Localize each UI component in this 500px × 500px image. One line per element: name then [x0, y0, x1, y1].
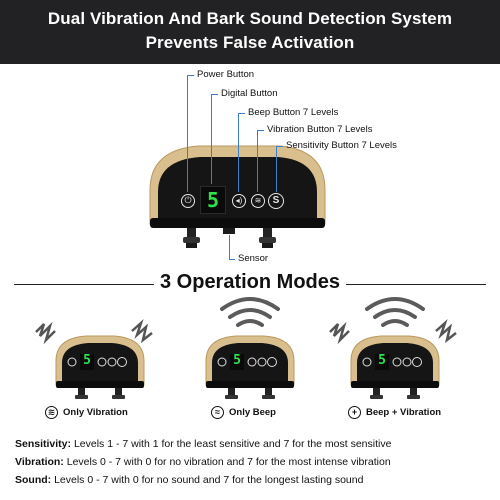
collar-mode-2: [205, 335, 295, 399]
spec-sound: Sound: Levels 0 - 7 with 0 for no sound …: [15, 474, 363, 486]
spec-term-sound: Sound:: [15, 474, 52, 486]
digital-display: 5: [200, 186, 226, 214]
connector-digital: [211, 94, 212, 184]
spec-text-vibration: Levels 0 - 7 with 0 for no vibration and…: [63, 456, 391, 468]
section-divider-left: [14, 284, 154, 285]
header-banner: Dual Vibration And Bark Sound Detection …: [0, 0, 500, 64]
section-divider-right: [346, 284, 486, 285]
sound-waves-mode-2: [220, 297, 280, 327]
mode-caption-beep-vibration: + Beep + Vibration: [348, 406, 441, 419]
spec-text-sound: Levels 0 - 7 with 0 for no sound and 7 f…: [51, 474, 364, 486]
connector-beep-h: [238, 113, 245, 114]
header-title-line-2: Prevents False Activation: [145, 33, 355, 52]
beep-mode-icon: ≈: [211, 406, 224, 419]
mode-caption-text-2: Only Beep: [229, 407, 276, 418]
sound-waves-mode-3: [365, 297, 425, 327]
beep-button[interactable]: ◂): [232, 194, 246, 208]
connector-sensor: [229, 235, 230, 259]
connector-power: [187, 75, 188, 192]
connector-sensitivity: [276, 146, 277, 192]
label-vibration-button: Vibration Button 7 Levels: [267, 124, 373, 135]
mode-1-digit: 5: [83, 353, 91, 368]
vibration-mode-icon: ≋: [45, 406, 58, 419]
contact-prong-left: [183, 228, 200, 248]
label-sensor: Sensor: [238, 253, 269, 264]
contact-prong-right: [259, 228, 276, 248]
collar-mode-1: [55, 335, 145, 399]
mode-caption-text-1: Only Vibration: [63, 407, 128, 418]
connector-beep: [238, 113, 239, 192]
label-digital-button: Digital Button: [221, 88, 278, 99]
speaker-icon: ◂): [235, 196, 243, 205]
connector-vibration: [257, 130, 258, 192]
collar-mode-3: [350, 335, 440, 399]
mode-2-digit: 5: [233, 353, 241, 368]
connector-vibration-h: [257, 130, 264, 131]
connector-power-h: [187, 75, 194, 76]
modes-title: 3 Operation Modes: [159, 271, 341, 293]
power-button[interactable]: ⏻: [181, 194, 195, 208]
spec-term-vibration: Vibration:: [15, 456, 64, 468]
mode-caption-text-3: Beep + Vibration: [366, 407, 442, 418]
spec-term-sensitivity: Sensitivity:: [15, 438, 72, 450]
sensitivity-s-icon: S: [272, 195, 280, 206]
vibration-waves-mode-3: [329, 318, 457, 345]
connector-sensor-h: [229, 259, 235, 260]
spec-text-sensitivity: Levels 1 - 7 with 1 for the least sensit…: [71, 438, 392, 450]
mode-caption-only-beep: ≈ Only Beep: [211, 406, 276, 419]
spec-vibration: Vibration: Levels 0 - 7 with 0 for no vi…: [15, 456, 391, 468]
vibration-button[interactable]: ≋: [251, 194, 265, 208]
header-title-line-1: Dual Vibration And Bark Sound Detection …: [47, 9, 453, 28]
label-beep-button: Beep Button 7 Levels: [248, 107, 339, 118]
bark-collar-device: [149, 145, 326, 248]
mode-caption-only-vibration: ≋ Only Vibration: [45, 406, 128, 419]
vibration-icon: ≋: [254, 196, 262, 205]
vibration-waves-mode-1: [35, 318, 153, 345]
connector-sensitivity-h: [276, 146, 283, 147]
combo-mode-icon: +: [348, 406, 361, 419]
power-icon: ⏻: [184, 195, 192, 205]
label-sensitivity-button: Sensitivity Button 7 Levels: [286, 140, 397, 151]
sensitivity-button[interactable]: S: [268, 193, 284, 209]
display-digit: 5: [206, 188, 220, 212]
spec-sensitivity: Sensitivity: Levels 1 - 7 with 1 for the…: [15, 438, 391, 450]
mode-3-digit: 5: [378, 353, 386, 368]
label-power-button: Power Button: [197, 69, 255, 80]
operation-modes-illustration: [35, 297, 457, 399]
connector-digital-h: [211, 94, 218, 95]
